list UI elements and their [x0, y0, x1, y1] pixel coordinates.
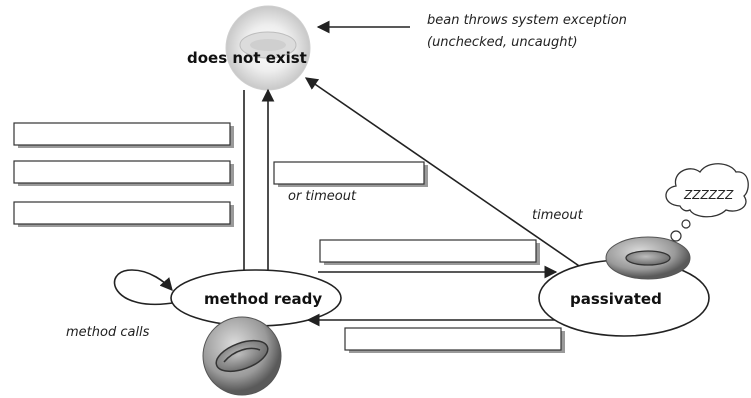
annotation-bean-throws-line1: bean throws system exception: [427, 13, 627, 28]
ghost-bean-icon: [225, 5, 311, 91]
annotation-bean-throws-line2: (unchecked, uncaught): [427, 35, 578, 50]
blank-box-activate[interactable]: [344, 327, 565, 353]
method-calls-loop-arrow: [113, 269, 179, 306]
blank-box-left-1[interactable]: [13, 122, 234, 148]
timeout-arrow: [304, 77, 586, 271]
annotation-method-calls: method calls: [66, 325, 150, 340]
blank-box-passivate[interactable]: [319, 239, 540, 265]
blank-box-left-2[interactable]: [13, 160, 234, 186]
bean-icon: [202, 316, 282, 396]
state-method-ready-label: method ready: [204, 290, 322, 308]
annotation-timeout: timeout: [532, 208, 584, 223]
blank-box-left-3[interactable]: [13, 201, 234, 227]
sleeping-bean-icon: [605, 236, 691, 280]
sleep-thought-bubble-icon: ZZZZZZ: [665, 163, 749, 242]
annotation-or-timeout: or timeout: [288, 189, 357, 204]
blank-box-remove[interactable]: [273, 161, 428, 187]
sleep-bubble-text: ZZZZZZ: [683, 188, 734, 202]
state-does-not-exist-label: does not exist: [187, 49, 307, 67]
state-passivated-label: passivated: [570, 290, 662, 308]
